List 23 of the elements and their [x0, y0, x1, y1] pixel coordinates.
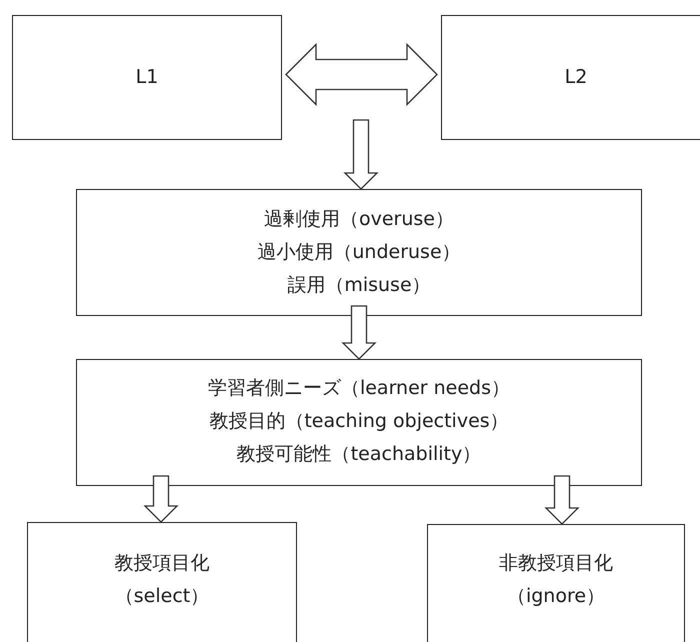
box-text: 教授項目化 [114, 551, 210, 576]
box-text: 非教授項目化 [499, 551, 613, 576]
box-text: 過剰使用（overuse） [264, 207, 454, 232]
block-arrow [343, 119, 379, 190]
box-text: L2 [564, 65, 588, 90]
label-box [441, 15, 700, 140]
label-box [12, 15, 282, 140]
block-arrow [544, 475, 580, 525]
box-text: 学習者側ニーズ（learner needs） [208, 376, 510, 401]
box-text: （ignore） [506, 584, 606, 609]
box-text: 誤用（misuse） [287, 273, 431, 298]
outcome-box [27, 522, 297, 642]
block-arrow [143, 475, 179, 523]
category-box [76, 189, 642, 316]
box-text: 過小使用（underuse） [257, 240, 461, 265]
block-arrow [285, 42, 438, 106]
block-arrow [341, 305, 377, 360]
criteria-box [76, 359, 642, 486]
box-text: L1 [136, 65, 158, 90]
box-text: 教授可能性（teachability） [236, 442, 482, 467]
box-text: 教授目的（teaching objectives） [209, 409, 509, 434]
box-text: （select） [114, 584, 210, 609]
outcome-box [427, 524, 685, 642]
